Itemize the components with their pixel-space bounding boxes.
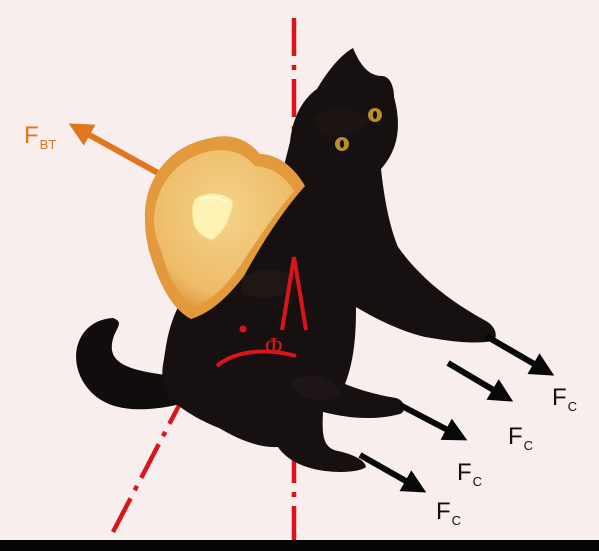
buttered-toast-force-symbol: F (24, 122, 39, 149)
buttered-toast-force-label: FBT (24, 124, 56, 148)
cat-force-symbol-4: F (436, 498, 451, 525)
cat-force-label-2: FC (508, 425, 533, 449)
cat-force-arrow-3 (400, 405, 461, 437)
cat-force-arrow-2 (448, 363, 507, 398)
cat-force-arrow-1 (486, 336, 548, 372)
cat-force-arrow-4 (360, 455, 420, 489)
buttered-toast-force-subscript: BT (40, 137, 57, 152)
cat-force-label-4: FC (436, 500, 461, 524)
cat-force-subscript-3: C (473, 474, 482, 489)
cat-force-subscript-4: C (452, 513, 461, 528)
cat-force-subscript-1: C (568, 399, 577, 414)
cat-force-symbol-3: F (457, 459, 472, 486)
cat-force-label-3: FC (457, 461, 482, 485)
angle-label: Φ (265, 335, 283, 359)
bottom-black-bar (0, 540, 599, 551)
cat-force-symbol-1: F (552, 384, 567, 411)
black-cat-body (76, 48, 496, 472)
cat-force-label-1: FC (552, 386, 577, 410)
cat-force-subscript-2: C (524, 438, 533, 453)
cat-force-symbol-2: F (508, 423, 523, 450)
